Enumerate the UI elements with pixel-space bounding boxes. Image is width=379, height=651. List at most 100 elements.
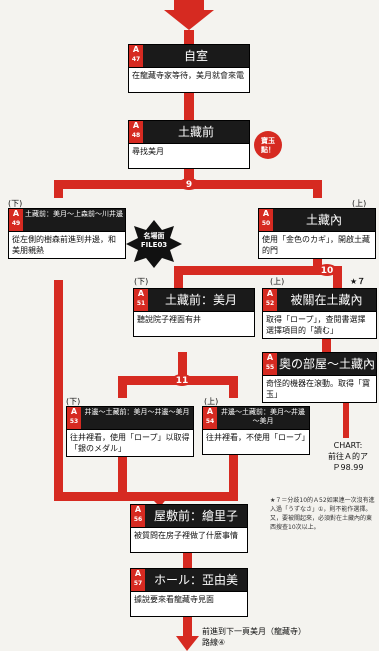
branch-10-pill xyxy=(317,264,337,276)
branch-9-pill xyxy=(179,178,199,190)
line-53-down xyxy=(118,455,127,500)
node-title: 土藏前：美月 xyxy=(164,293,237,307)
branch-10-left-drop xyxy=(174,266,183,288)
next-route-note: 前進到下一頁美月（龍藏寺） 路線④ xyxy=(202,627,306,647)
node-body: 被質問在房子裡做了什麼事情 xyxy=(130,528,248,553)
node-title: ホール：亞由美 xyxy=(153,573,238,587)
node-title: 土藏前：美月～上森前～川井邊 xyxy=(25,210,123,218)
marker-star-7: ★７ xyxy=(350,277,366,286)
branch-9-number: 9 xyxy=(186,180,192,190)
line-50-down xyxy=(313,255,322,270)
node-title: 被關在土藏內 xyxy=(290,293,363,307)
node-body: 聽說院子裡面有井 xyxy=(133,312,255,337)
node-title: 奧の部屋～土藏內 xyxy=(279,357,374,371)
famous-scene-burst-icon xyxy=(126,220,182,268)
line-56-down xyxy=(183,548,192,568)
marker-down-53: (下) xyxy=(66,397,81,406)
line-57-down xyxy=(183,612,192,637)
exit-arrow-icon xyxy=(176,636,199,651)
marker-up-54: (上) xyxy=(204,397,219,406)
node-body: 取得「ロープ」，查閱書選擇選擇項目的「讀む」 xyxy=(262,312,377,339)
node-body: 往井裡看，使用「ロープ」以取得「銀のメダル」 xyxy=(66,430,194,457)
entry-arrow-icon xyxy=(164,0,214,30)
node-body: 奇怪的機器在滾動。取得「寶玉」 xyxy=(262,376,377,403)
famous-scene-label: 名場面 FILE03 xyxy=(132,232,176,250)
left-join-bar xyxy=(54,492,160,501)
branch-9-left-drop xyxy=(54,180,63,198)
node-title: 井邊～土藏前：美月～井邊～美月 xyxy=(84,408,190,416)
branch-10-number: 10 xyxy=(321,266,334,276)
node-title: 土藏前 xyxy=(177,125,214,139)
branch-11-right-drop xyxy=(229,376,238,398)
node-body: 據說要來看龍藏寺見面 xyxy=(130,592,248,617)
chart-reference: CHART: 前往Ａ的ア Ｐ98.99 xyxy=(328,441,368,472)
node-title: 土藏內 xyxy=(305,213,342,227)
marker-up-50: (上) xyxy=(352,199,367,208)
left-long-line xyxy=(54,280,63,500)
node-title: 自室 xyxy=(183,49,208,63)
node-title: 屋敷前：繪里子 xyxy=(153,509,238,523)
treasure-callout: 寶玉點！ xyxy=(260,136,275,154)
marker-down-51: (下) xyxy=(134,277,149,286)
node-body: 使用「金色のカギ」，開啟土藏的門 xyxy=(258,232,376,259)
line-55-tail xyxy=(343,398,349,438)
famous-scene-line2: FILE03 xyxy=(140,241,168,249)
branch-10-right-drop xyxy=(333,266,342,288)
node-body: 從左側的樹森前進到井邊，和美朋親熱 xyxy=(8,232,126,259)
line-51-down xyxy=(178,352,187,377)
join-bar-56 xyxy=(118,492,238,501)
node-body: 在龍藏寺家等待，美月就會來電 xyxy=(128,68,250,93)
branch-11-left-drop xyxy=(118,376,127,398)
arrow-into-56-icon xyxy=(150,497,168,507)
trunk-line xyxy=(184,30,194,185)
branch-9-right-drop xyxy=(313,180,322,198)
node-title: 井邊～土藏前：美月～井邊～美月 xyxy=(221,408,305,425)
marker-down-49: (下) xyxy=(8,199,23,208)
node-body: 往井裡看，不使用「ロープ」 xyxy=(202,430,310,455)
node-body: 尋找美月 xyxy=(128,144,250,169)
line-54-down xyxy=(229,455,238,500)
treasure-burst-icon xyxy=(254,131,282,159)
branch-10-bar xyxy=(174,266,342,275)
line-52-down xyxy=(322,334,331,354)
star-7-footnote: ★７＝分歧10的Ａ52如果連一次沒有進入過「うずなさ」①，則不能作選擇。又，要被… xyxy=(270,497,375,531)
marker-up-52: (上) xyxy=(270,277,285,286)
branch-11-pill xyxy=(172,374,192,386)
famous-scene-line1: 名場面 xyxy=(143,232,165,240)
branch-11-number: 11 xyxy=(176,376,189,386)
